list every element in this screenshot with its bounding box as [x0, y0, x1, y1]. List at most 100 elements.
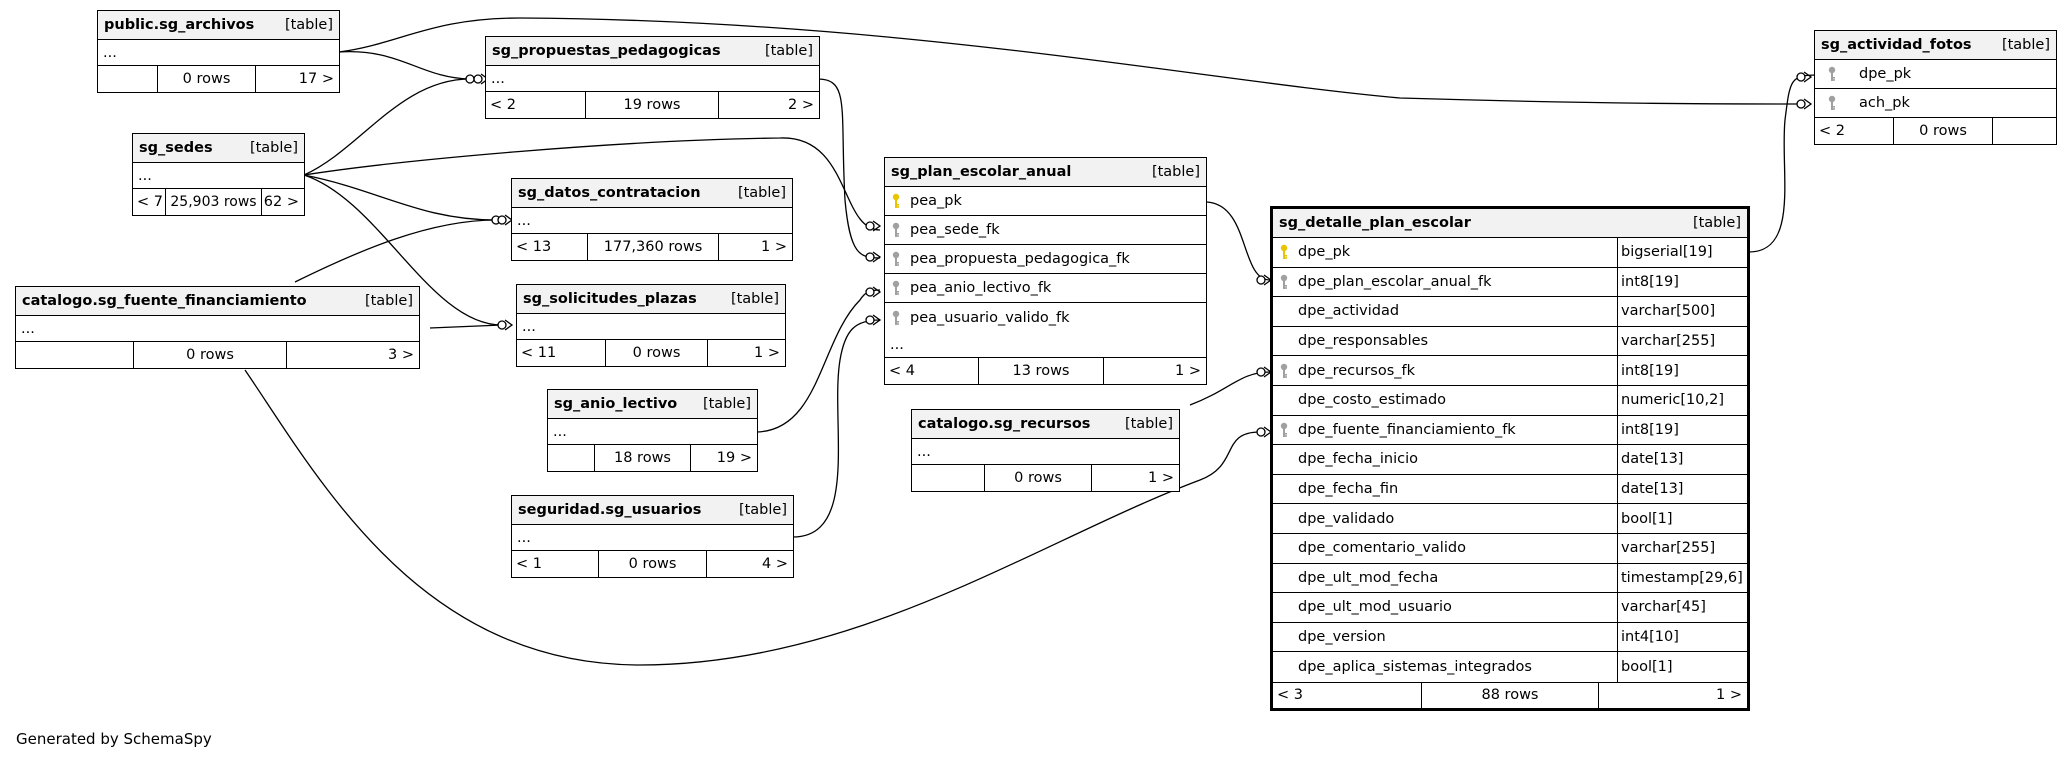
column-row[interactable]: pea_propuesta_pedagogica_fk: [885, 245, 1206, 274]
table-sg-recursos[interactable]: catalogo.sg_recursos[table] ... 0 rows 1…: [911, 409, 1180, 492]
primary-key-icon: [891, 193, 905, 209]
column-type: timestamp[29,6]: [1617, 563, 1747, 593]
column-name: dpe_aplica_sistemas_integrados: [1298, 659, 1532, 676]
column-row[interactable]: dpe_ult_mod_fecha timestamp[29,6]: [1273, 563, 1747, 594]
column-name: dpe_ult_mod_usuario: [1298, 599, 1452, 616]
table-footer: < 4 13 rows 1 >: [885, 358, 1206, 384]
row-count: 0 rows: [985, 465, 1092, 491]
table-name: sg_actividad_fotos: [1821, 37, 1972, 53]
children-count[interactable]: 1 >: [1175, 363, 1201, 379]
edge-archivos-propuestas: [338, 51, 471, 80]
edge-fuente-solicitudes: [429, 324, 503, 329]
column-row[interactable]: ach_pk: [1815, 89, 2056, 118]
children-count[interactable]: 3 >: [388, 347, 414, 363]
edge-sedes-datos: [303, 174, 497, 221]
row-count: 0 rows: [158, 66, 256, 92]
parents-count[interactable]: [98, 66, 158, 92]
column-name-cell: pea_sede_fk: [885, 222, 1206, 238]
table-kind: [table]: [1124, 416, 1173, 432]
parents-count[interactable]: < 7: [133, 189, 166, 215]
column-name-cell: dpe_version: [1273, 629, 1617, 645]
edge-propuestas-plan: [818, 78, 881, 259]
foreign-key-icon: [891, 280, 905, 296]
column-name: pea_propuesta_pedagogica_fk: [910, 251, 1130, 267]
table-sg-solicitudes-plazas[interactable]: sg_solicitudes_plazas[table] ... < 11 0 …: [516, 284, 786, 367]
children-count[interactable]: 1 >: [754, 345, 780, 361]
table-sg-propuestas-pedagogicas[interactable]: sg_propuestas_pedagogicas[table] ... < 2…: [485, 36, 820, 119]
children-count[interactable]: 17 >: [298, 71, 334, 87]
column-name: dpe_fecha_fin: [1298, 481, 1399, 498]
children-count[interactable]: 1 >: [761, 239, 787, 255]
parents-count[interactable]: < 3: [1273, 682, 1422, 708]
parents-count[interactable]: [16, 342, 134, 368]
column-row[interactable]: dpe_pk: [1815, 60, 2056, 89]
table-footer: 0 rows 3 >: [16, 342, 419, 368]
table-name: seguridad.sg_usuarios: [518, 502, 702, 518]
children-count[interactable]: 1 >: [1148, 470, 1174, 486]
table-kind: [table]: [364, 293, 413, 309]
table-sg-archivos[interactable]: public.sg_archivos[table] ... 0 rows 17 …: [97, 10, 340, 93]
table-sg-sedes[interactable]: sg_sedes[table] ... < 7 25,903 rows 62 >: [132, 133, 305, 216]
parents-count[interactable]: < 2: [486, 92, 586, 118]
parents-count[interactable]: < 13: [512, 234, 588, 260]
table-kind: [table]: [249, 140, 298, 156]
table-sg-usuarios[interactable]: seguridad.sg_usuarios[table] ... < 1 0 r…: [511, 495, 794, 578]
parents-count[interactable]: < 11: [517, 340, 606, 366]
column-name-cell: pea_anio_lectivo_fk: [885, 280, 1206, 296]
table-kind: [table]: [702, 396, 751, 412]
parents-count[interactable]: < 2: [1815, 118, 1894, 144]
children-count[interactable]: 4 >: [762, 556, 788, 572]
column-name-cell: dpe_comentario_valido: [1273, 540, 1617, 556]
column-name-cell: dpe_fecha_fin: [1273, 481, 1617, 497]
more-columns: ...: [16, 316, 419, 342]
row-count: 0 rows: [134, 342, 287, 368]
table-sg-fuente-financiamiento[interactable]: catalogo.sg_fuente_financiamiento[table]…: [15, 286, 420, 369]
column-row[interactable]: pea_sede_fk: [885, 216, 1206, 245]
column-row[interactable]: pea_anio_lectivo_fk: [885, 274, 1206, 303]
children-count[interactable]: 1 >: [1716, 687, 1742, 704]
column-row[interactable]: dpe_ult_mod_usuario varchar[45]: [1273, 593, 1747, 623]
parents-count[interactable]: [912, 465, 985, 491]
table-sg-anio-lectivo[interactable]: sg_anio_lectivo[table] ... 18 rows 19 >: [547, 389, 758, 472]
column-row[interactable]: pea_usuario_valido_fk: [885, 303, 1206, 332]
more-columns: ...: [512, 525, 793, 551]
parents-count[interactable]: [548, 445, 595, 471]
column-name: ach_pk: [1859, 95, 1910, 111]
column-row[interactable]: pea_pk: [885, 187, 1206, 216]
parents-count[interactable]: < 4: [885, 358, 979, 384]
column-type: bool[1]: [1617, 504, 1747, 533]
table-footer: < 11 0 rows 1 >: [517, 340, 785, 366]
children-count[interactable]: 19 >: [716, 450, 752, 466]
column-name: dpe_responsables: [1298, 333, 1429, 350]
children-count[interactable]: 2 >: [788, 97, 814, 113]
parents-count[interactable]: < 1: [512, 551, 599, 577]
column-name: dpe_ult_mod_fecha: [1298, 569, 1439, 586]
primary-key-icon: [1279, 244, 1293, 260]
row-count: 25,903 rows: [166, 189, 262, 215]
column-name-cell: pea_usuario_valido_fk: [885, 310, 1206, 326]
children-count[interactable]: 62 >: [263, 194, 299, 210]
column-type: varchar[45]: [1617, 593, 1747, 622]
table-name: sg_detalle_plan_escolar: [1279, 215, 1471, 231]
column-name: dpe_comentario_valido: [1298, 540, 1466, 557]
children-count[interactable]: [1993, 118, 2056, 144]
table-footer: 0 rows 17 >: [98, 66, 339, 92]
table-sg-datos-contratacion[interactable]: sg_datos_contratacion[table] ... < 13 17…: [511, 178, 793, 261]
more-columns: ...: [98, 40, 339, 66]
